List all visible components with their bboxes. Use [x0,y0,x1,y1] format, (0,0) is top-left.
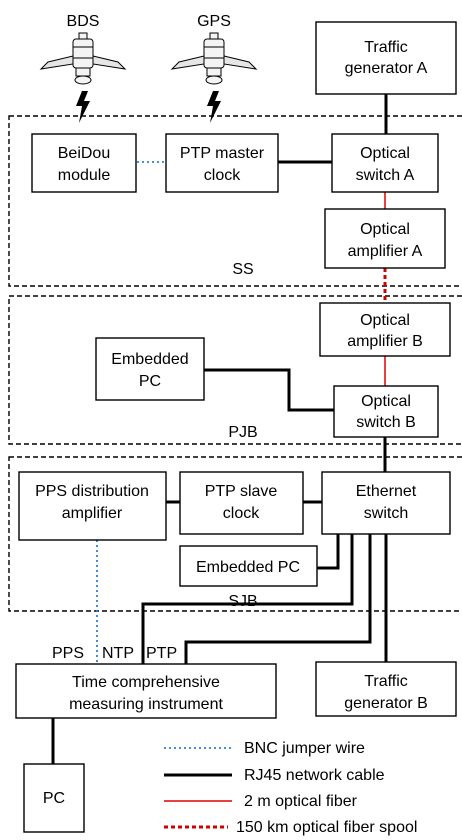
ptp-port-label: PTP [146,645,177,662]
svg-text:PPS distribution: PPS distribution [35,483,149,500]
svg-text:PTP master: PTP master [180,145,265,162]
svg-text:switch A: switch A [356,167,415,184]
svg-text:clock: clock [223,505,260,522]
svg-text:BNC jumper wire: BNC jumper wire [244,740,365,757]
embedded-pc-sjb: Embedded PC [179,545,318,587]
svg-text:amplifier: amplifier [62,505,123,522]
rj45-embeddedpc-ethernet [317,534,340,570]
connections [51,94,388,764]
traffic-generator-b: Traffic generator B [315,661,457,717]
rj45-embeddedpc-switchB [204,368,334,412]
legend-item-fiber: 2 m optical fiber [164,793,358,810]
svg-text:Optical: Optical [361,393,411,410]
satellite-icon [39,32,127,85]
beidou-module: BeiDou module [31,133,137,193]
gps-satellite: GPS [170,13,258,123]
gps-label: GPS [197,13,231,30]
embedded-pc-pjb: Embedded PC [95,337,205,401]
time-measuring-instrument: Time comprehensive measuring instrument [15,663,277,719]
svg-text:RJ45 network cable: RJ45 network cable [244,767,385,784]
svg-text:150 km optical fiber spool: 150 km optical fiber spool [236,819,417,836]
wireless-signal-icon [76,91,90,123]
ethernet-switch: Ethernet switch [321,471,451,535]
svg-text:module: module [58,167,111,184]
svg-text:switch B: switch B [356,414,416,431]
legend: BNC jumper wire RJ45 network cable 2 m o… [164,740,417,836]
optical-switch-b: Optical switch B [333,385,439,438]
legend-item-spool: 150 km optical fiber spool [164,819,417,836]
svg-text:Optical: Optical [360,312,410,329]
sjb-region-label: SJB [228,593,257,610]
ptp-master-clock: PTP master clock [165,133,279,193]
legend-item-bnc: BNC jumper wire [164,740,365,757]
pc-box: PC [23,763,85,833]
svg-text:amplifier B: amplifier B [347,333,423,350]
bds-satellite: BDS [39,13,127,123]
svg-text:PC: PC [43,790,65,807]
svg-text:Ethernet: Ethernet [356,483,417,500]
svg-text:measuring instrument: measuring instrument [69,696,223,713]
pjb-region-label: PJB [228,424,257,441]
svg-text:amplifier A: amplifier A [348,243,423,260]
satellite-icon [170,32,258,85]
ntp-port-label: NTP [102,645,134,662]
svg-text:switch: switch [364,505,408,522]
rj45-ptp-cable [184,534,372,664]
optical-switch-a: Optical switch A [331,133,439,193]
optical-amplifier-b: Optical amplifier B [319,302,451,357]
ss-region [8,115,462,287]
svg-text:PC: PC [139,373,161,390]
svg-text:2 m optical fiber: 2 m optical fiber [244,793,358,810]
ss-region-label: SS [232,261,253,278]
pps-distribution-amplifier: PPS distribution amplifier [18,471,167,541]
pps-port-label: PPS [52,645,84,662]
svg-text:Time comprehensive: Time comprehensive [72,674,220,691]
svg-text:generator A: generator A [345,60,428,77]
svg-text:Optical: Optical [360,145,410,162]
svg-text:Embedded: Embedded [111,351,188,368]
svg-text:PTP slave: PTP slave [205,483,278,500]
sjb-region [8,456,462,612]
optical-amplifier-a: Optical amplifier A [324,208,446,269]
traffic-generator-a: Traffic generator A [315,21,457,95]
bds-label: BDS [67,13,100,30]
legend-item-rj45: RJ45 network cable [164,767,385,784]
svg-text:clock: clock [204,167,241,184]
svg-text:Traffic: Traffic [364,39,408,56]
svg-text:Traffic: Traffic [364,673,408,690]
svg-text:Optical: Optical [360,221,410,238]
rj45-ntp-cable [141,534,354,664]
svg-text:Embedded PC: Embedded PC [196,559,300,576]
wireless-signal-icon [207,91,221,123]
svg-text:BeiDou: BeiDou [58,145,110,162]
svg-text:generator B: generator B [344,695,428,712]
ptp-slave-clock: PTP slave clock [179,471,304,535]
